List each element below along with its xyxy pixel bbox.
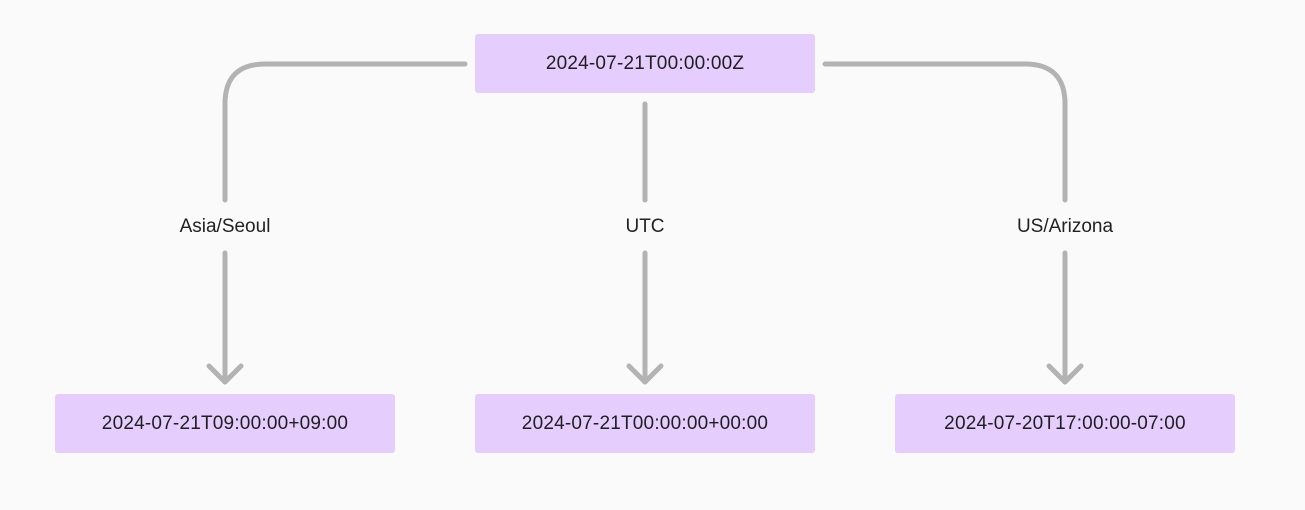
connector-arizona-upper (822, 61, 1068, 203)
result-text-arizona: 2024-07-20T17:00:00-07:00 (944, 412, 1186, 434)
source-timestamp-text: 2024-07-21T00:00:00Z (545, 52, 745, 74)
timezone-label-arizona: US/Arizona (1016, 216, 1114, 237)
connector-seoul-upper (222, 61, 468, 203)
arrowhead-utc (626, 363, 664, 385)
connector-seoul (206, 61, 468, 385)
result-node-arizona: 2024-07-20T17:00:00-07:00 (895, 394, 1235, 453)
timezone-label-utc: UTC (625, 216, 665, 237)
arrowhead-seoul (206, 363, 244, 385)
timezone-label-seoul: Asia/Seoul (179, 216, 271, 237)
result-node-seoul: 2024-07-21T09:00:00+09:00 (55, 394, 395, 453)
result-text-utc: 2024-07-21T00:00:00+00:00 (521, 412, 769, 434)
source-timestamp-node: 2024-07-21T00:00:00Z (475, 34, 815, 93)
result-node-utc: 2024-07-21T00:00:00+00:00 (475, 394, 815, 453)
connector-utc (626, 101, 664, 385)
result-text-seoul: 2024-07-21T09:00:00+09:00 (101, 412, 349, 434)
arrowhead-arizona (1046, 363, 1084, 385)
connector-arizona (822, 61, 1084, 385)
